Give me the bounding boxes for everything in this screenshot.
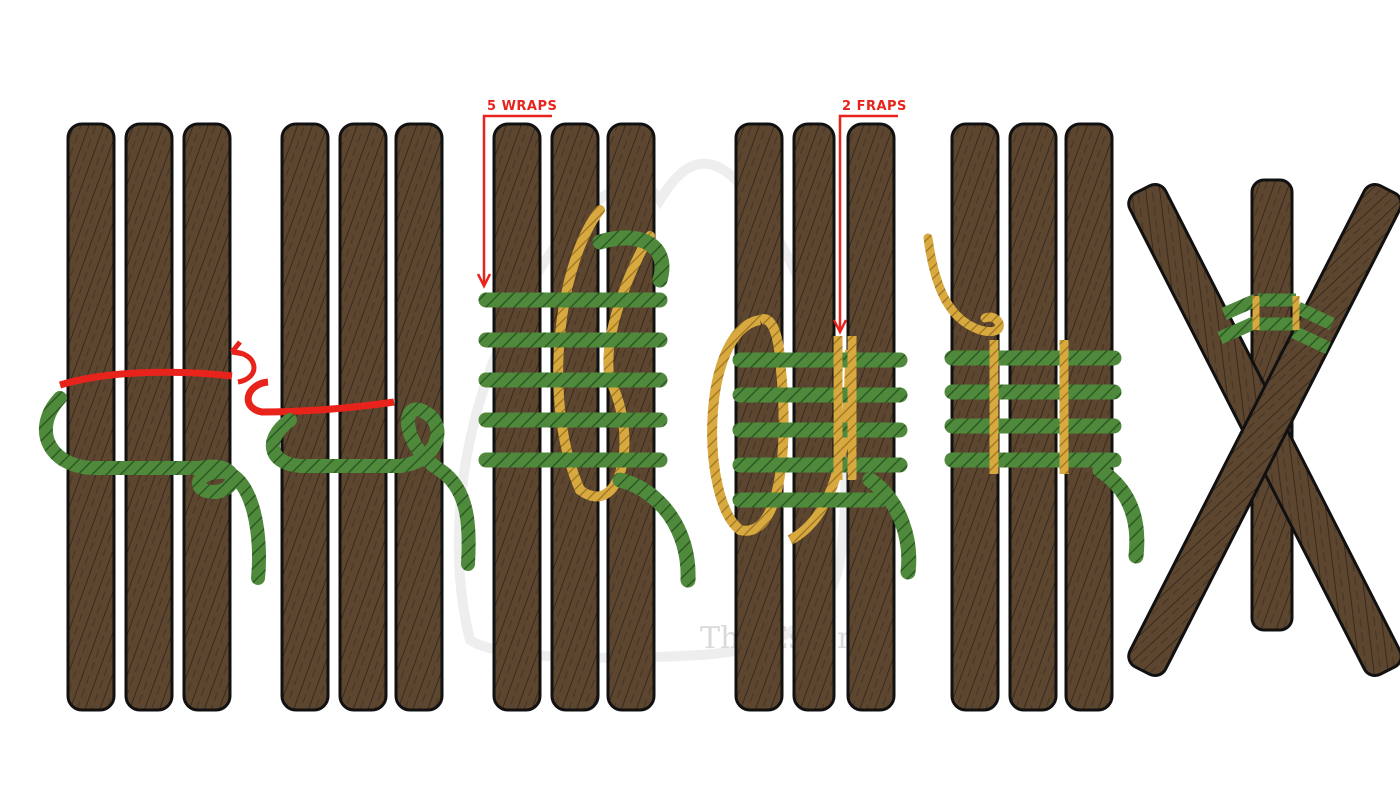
step-5-wrap-coils (944, 350, 1145, 564)
step-5-sticks (950, 122, 1114, 712)
step-6-tripod-spread (1127, 178, 1400, 678)
step-1-sticks (66, 122, 232, 712)
wraps-label: 5 WRAPS (487, 99, 557, 114)
fraps-label: 2 FRAPS (842, 99, 907, 114)
step-4-wrap-coils (732, 352, 917, 580)
step-2-rope (266, 402, 476, 571)
step-1-clove-hitch (38, 122, 267, 712)
step-5-finish-hitch (923, 122, 1145, 712)
step-4-fraps: 2 FRAPS (707, 99, 917, 712)
step-1-arrow-head (230, 340, 257, 385)
step-6-lashing (1217, 293, 1335, 354)
step-4-yellow-loop (707, 314, 789, 536)
step-2-sticks (280, 122, 444, 712)
step-2-weave-start (244, 122, 476, 712)
step-3-wraps: 5 WRAPS (476, 99, 696, 712)
step-4-sticks (734, 122, 896, 712)
step-3-yellow-loop (553, 205, 655, 502)
tripod-stick-right (1127, 182, 1400, 678)
step-2-arrow (244, 378, 395, 416)
step-1-arrow (58, 368, 233, 389)
step-4-label: 2 FRAPS (832, 99, 907, 335)
step-1-rope (38, 391, 267, 585)
step-4-frap-turns (833, 336, 857, 480)
step-5-frap-turns (989, 340, 1069, 474)
step-6-frap (1252, 296, 1300, 330)
step-5-hitch-tail (923, 233, 1004, 336)
step-3-label: 5 WRAPS (476, 99, 557, 289)
step-3-wrap-coils (478, 230, 696, 588)
